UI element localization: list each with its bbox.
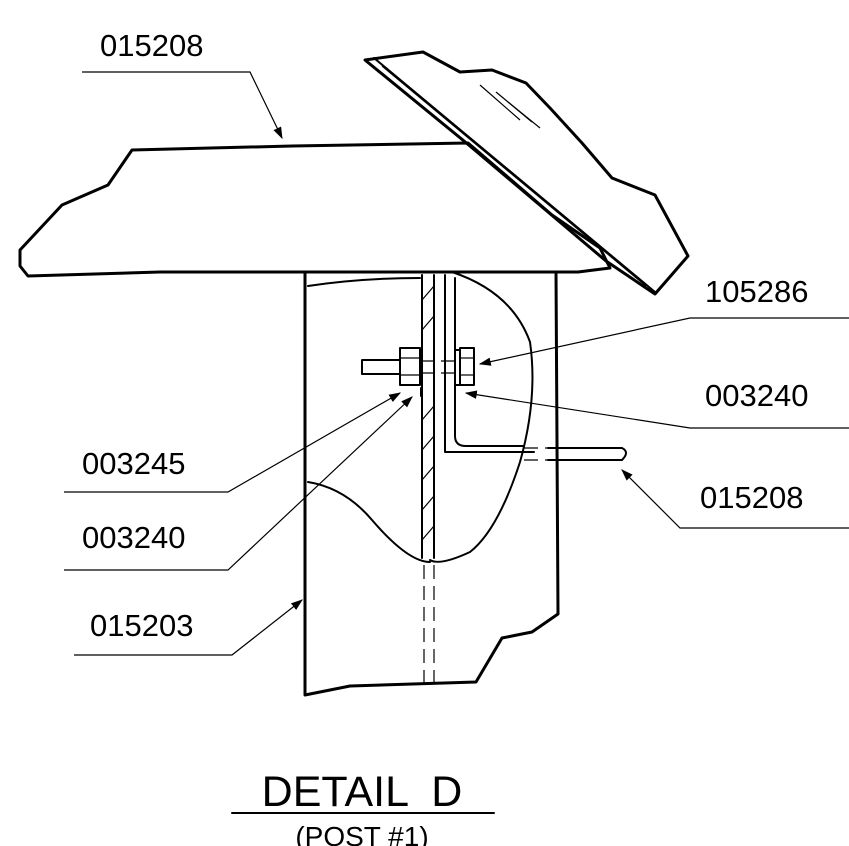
tilted-cover [363,50,690,296]
label-015203: 015203 [90,608,193,643]
bolt-shank [361,359,401,375]
post-body [303,270,560,697]
roof-panel [18,141,612,278]
bolt-head [399,347,421,386]
label-015208-right: 015208 [700,480,803,515]
label-003245: 003245 [82,446,185,481]
post-break-upper [307,277,421,287]
angle-bracket [444,274,535,453]
tilted-cover-hatch-1 [479,84,521,121]
tilted-cover-hatch-3 [507,101,541,129]
bracket-flange [547,447,627,461]
angle-bracket-inner [454,277,525,447]
plate-hatching [421,285,435,541]
leaders [64,71,849,656]
label-003240-left: 003240 [82,520,185,555]
label-015208-top: 015208 [100,28,203,63]
tilted-cover-inner [381,65,647,287]
label-105286: 105286 [705,274,808,309]
detail-title: DETAIL D [262,768,463,816]
detail-subtitle: (POST #1) [295,821,428,846]
post-break-lower [307,481,431,563]
label-003240-right: 003240 [705,378,808,413]
tilted-cover-edge [373,57,656,293]
nut [459,347,475,386]
